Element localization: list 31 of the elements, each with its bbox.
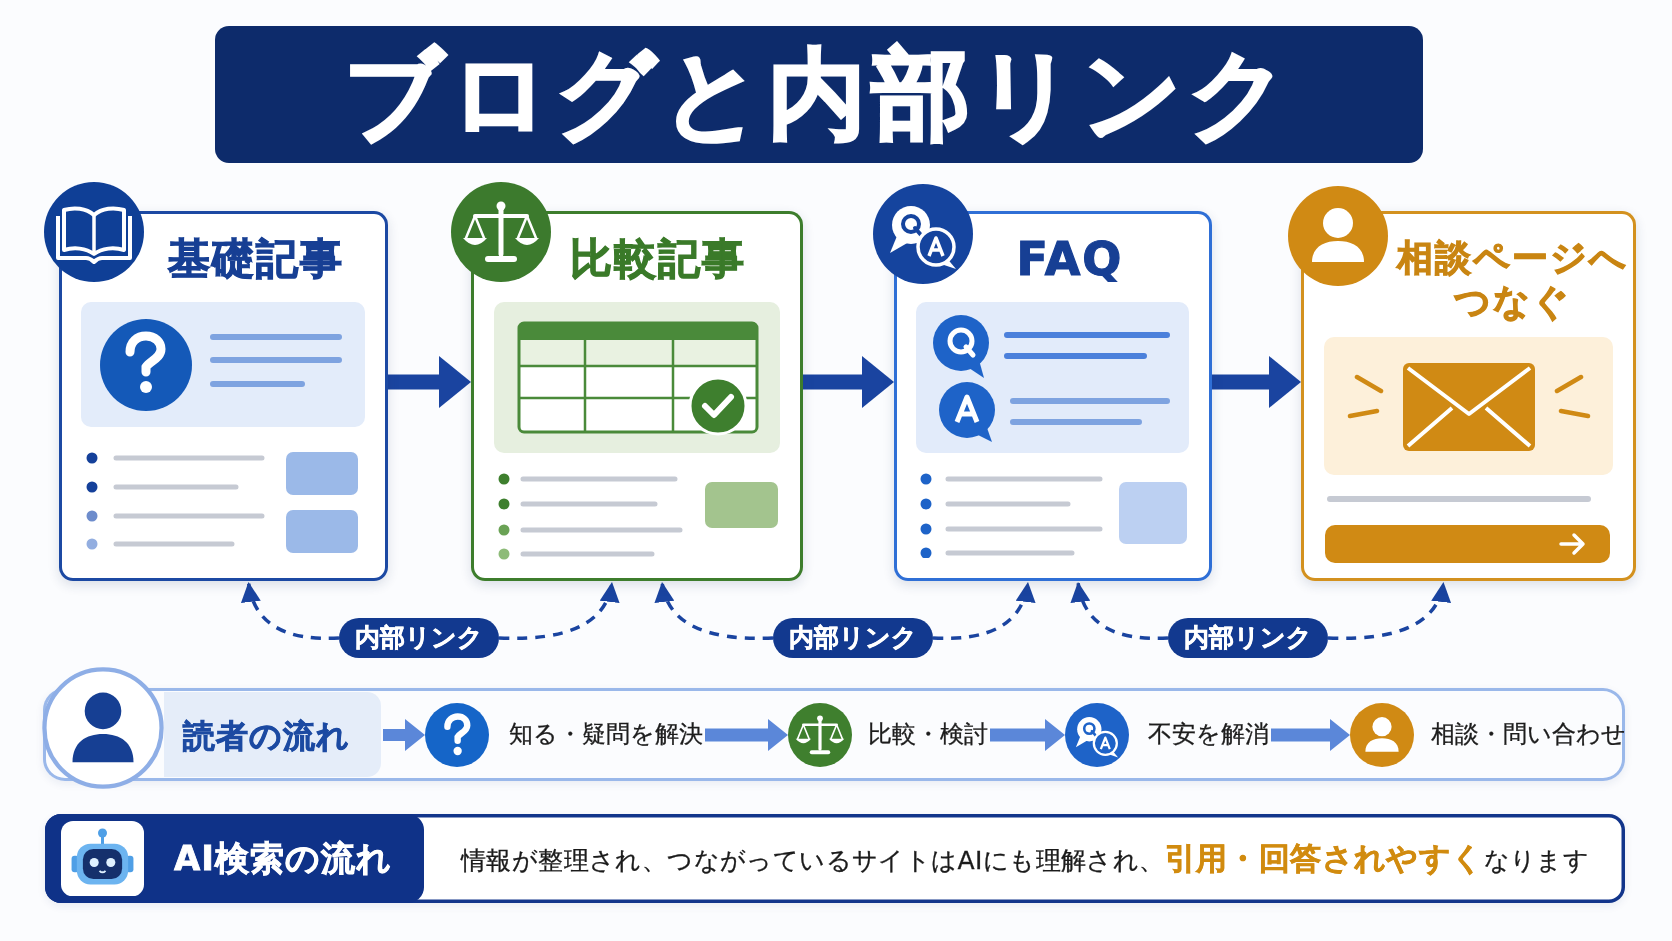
dashed-arrow	[242, 581, 340, 641]
step-label: 知る・疑問を解決	[509, 721, 703, 749]
arrow	[803, 356, 894, 408]
dashed-arrow	[1071, 581, 1169, 641]
dashed-arrow	[1327, 581, 1450, 641]
link-pill: 内部リンク	[773, 618, 933, 658]
band-title: 読者の流れ	[182, 717, 350, 755]
dashed-arrow	[498, 581, 618, 641]
card-title: FAQ	[1016, 232, 1124, 286]
arrow	[705, 719, 788, 751]
dashed-arrow	[656, 581, 774, 641]
arrow	[1271, 719, 1350, 751]
arrow	[383, 719, 425, 751]
band-header	[164, 692, 381, 777]
dashed-arrow	[932, 581, 1035, 641]
description-text: 情報が整理され、つながっているサイトはAIにも理解され、引用・回答されやすくなります	[461, 840, 1590, 877]
link-pill: 内部リンク	[1168, 618, 1328, 658]
card-title: 相談ページへつなぐ	[1395, 236, 1629, 324]
step-label: 不安を解消	[1148, 721, 1269, 749]
arrow	[388, 356, 471, 408]
arrow	[990, 719, 1065, 751]
band-title: AI検索の流れ	[174, 839, 392, 879]
step-label: 相談・問い合わせ	[1431, 721, 1626, 749]
card-title: 基礎記事	[168, 234, 344, 284]
band-header	[45, 814, 424, 903]
link-pill: 内部リンク	[339, 618, 499, 658]
step-label: 比較・検討	[868, 721, 988, 749]
card-title: 比較記事	[570, 234, 746, 284]
flow-band	[45, 814, 1625, 903]
arrow	[1212, 356, 1301, 408]
title-banner: ブログと内部リンク	[215, 26, 1423, 163]
